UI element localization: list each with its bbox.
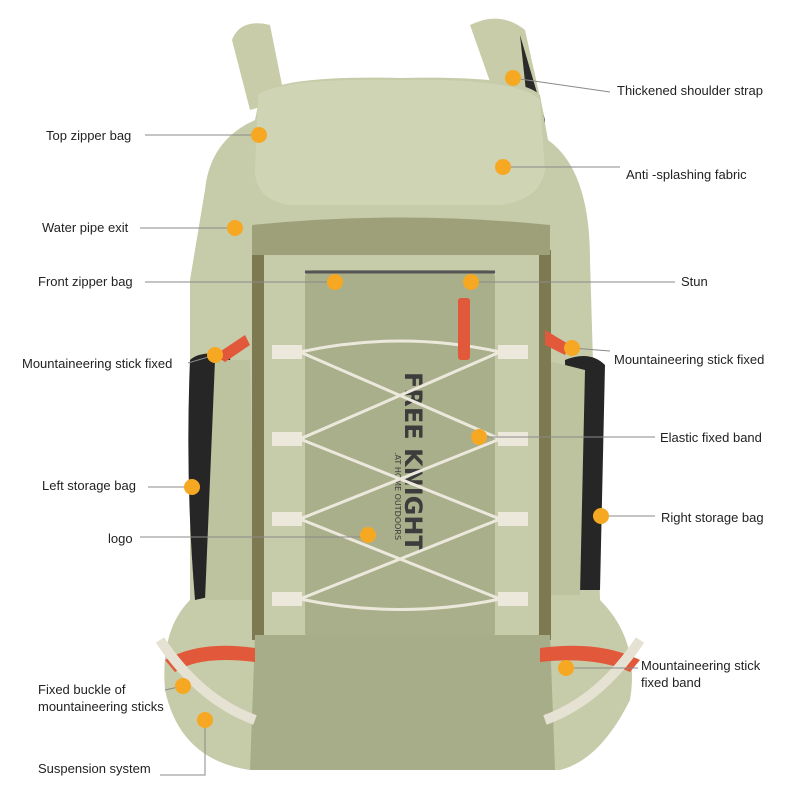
callout-dot (184, 479, 200, 495)
elastic-fixed-band (272, 345, 528, 606)
logo-brand: FREE KNIGHT (399, 372, 427, 552)
label-front-zipper-bag: Front zipper bag (38, 274, 133, 289)
callout-dot (227, 220, 243, 236)
callout-dot (360, 527, 376, 543)
leader-lines (140, 77, 675, 776)
callout-dot (471, 429, 487, 445)
label-logo: logo (108, 531, 133, 546)
label-mountaineering-stick-fixed-right: Mountaineering stick fixed (614, 352, 765, 367)
front-zipper-bag (305, 270, 495, 640)
label-elastic-fixed-band: Elastic fixed band (660, 430, 762, 445)
label-top-zipper-bag: Top zipper bag (46, 128, 132, 143)
callout-dots (175, 70, 609, 728)
label-mountaineering-stick-fixed-band: Mountaineering stick fixed band (641, 658, 761, 690)
callout-dot (558, 660, 574, 676)
label-stun: Stun (681, 274, 708, 289)
callout-dot (207, 347, 223, 363)
callout-dot (251, 127, 267, 143)
logo-tagline: .AT HOME OUTDOORS (393, 452, 402, 540)
label-water-pipe-exit: Water pipe exit (42, 220, 129, 235)
callout-dot (463, 274, 479, 290)
label-anti-splashing-fabric: Anti -splashing fabric (626, 167, 747, 182)
callout-dot (197, 712, 213, 728)
label-left-storage-bag: Left storage bag (42, 478, 136, 493)
label-fixed-buckle: Fixed buckle of mountaineering sticks (38, 682, 164, 714)
callout-dot (593, 508, 609, 524)
callout-dot (327, 274, 343, 290)
label-right-storage-bag: Right storage bag (661, 510, 764, 525)
callout-dot (175, 678, 191, 694)
label-suspension-system: Suspension system (38, 761, 151, 776)
top-zipper-bag (255, 79, 545, 205)
callout-dot (505, 70, 521, 86)
label-thickened-shoulder-strap: Thickened shoulder strap (617, 83, 763, 98)
callout-dot (495, 159, 511, 175)
callout-dot (564, 340, 580, 356)
label-mountaineering-stick-fixed-left: Mountaineering stick fixed (22, 356, 173, 371)
